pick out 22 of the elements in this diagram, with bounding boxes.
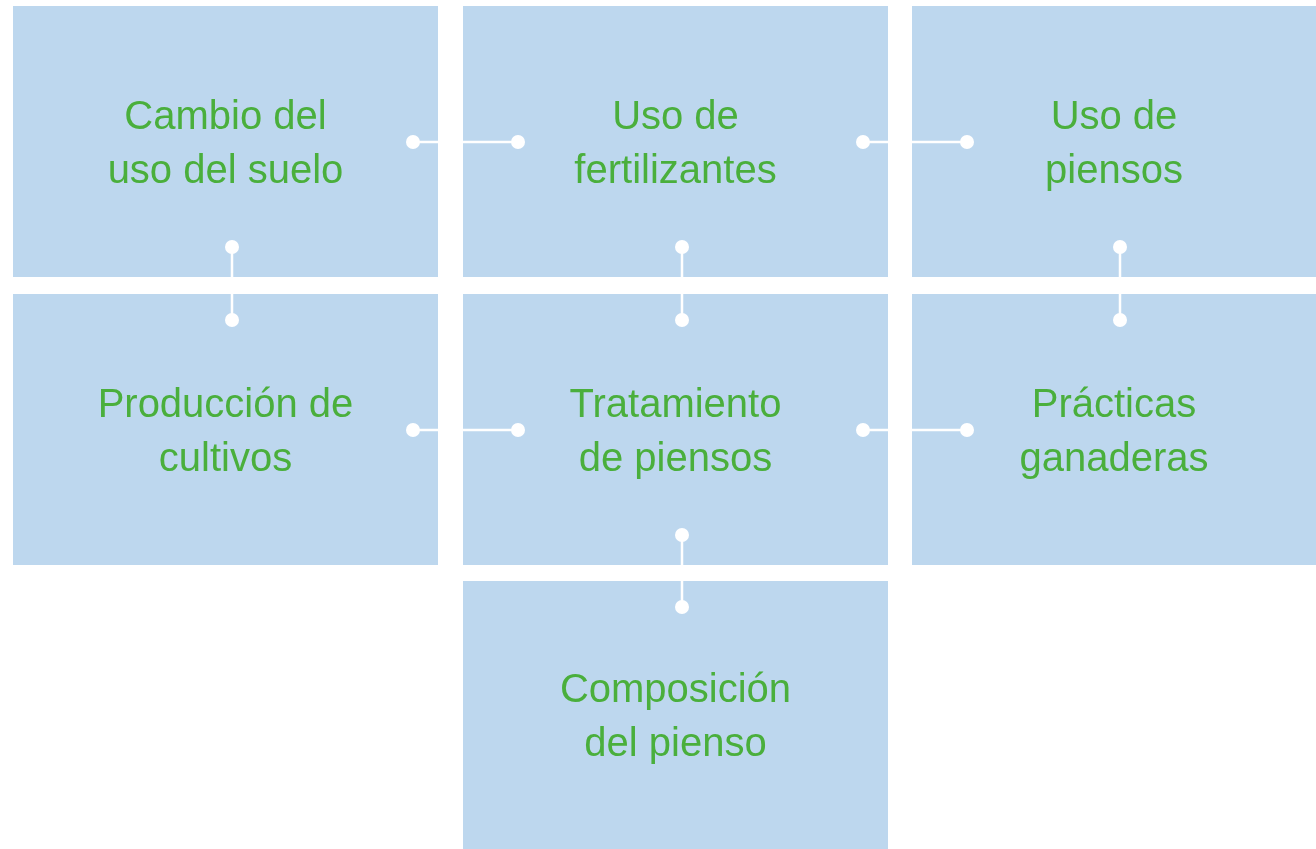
connector-line bbox=[406, 423, 525, 437]
topic-label: Tratamiento de piensos bbox=[568, 379, 783, 481]
connector-line bbox=[675, 240, 689, 327]
connector-line bbox=[406, 135, 525, 149]
topic-box bbox=[463, 294, 888, 565]
connector-line bbox=[856, 135, 974, 149]
connector-line bbox=[225, 240, 239, 327]
topic-box bbox=[463, 581, 888, 849]
topic-box bbox=[13, 6, 438, 277]
topic-label: Cambio del uso del suelo bbox=[106, 91, 345, 193]
topic-label: Composición del pienso bbox=[558, 665, 793, 766]
topic-label: Uso de piensos bbox=[1044, 91, 1184, 193]
topic-label: Prácticas ganaderas bbox=[1018, 379, 1210, 481]
topic-label: Producción de cultivos bbox=[96, 379, 355, 481]
connector-line bbox=[1113, 240, 1127, 327]
connector-line bbox=[856, 423, 974, 437]
topic-label: Uso de fertilizantes bbox=[573, 91, 778, 193]
connector-line bbox=[675, 528, 689, 614]
topic-box bbox=[463, 6, 888, 277]
topic-box bbox=[912, 294, 1316, 565]
topic-box bbox=[13, 294, 438, 565]
topic-box bbox=[912, 6, 1316, 277]
